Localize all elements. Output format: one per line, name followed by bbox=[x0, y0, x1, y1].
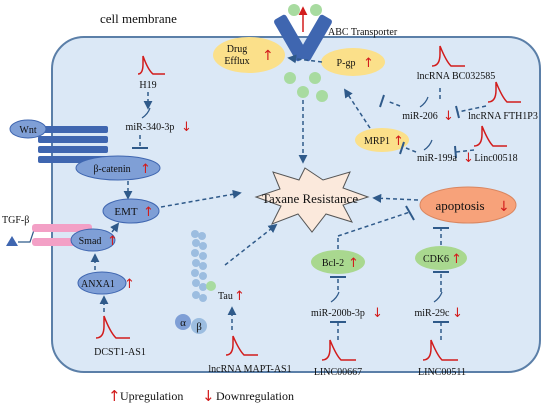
smad-oval bbox=[70, 228, 116, 252]
mir-199a-label: miR-199a bbox=[417, 153, 458, 164]
mrp1-oval bbox=[355, 128, 409, 152]
legend-up-label: Upregulation bbox=[120, 389, 183, 403]
drug-efflux-oval bbox=[213, 37, 285, 73]
lncrna-fth1p3-label: lncRNA FTH1P3 bbox=[468, 111, 538, 122]
cdk6-oval bbox=[415, 246, 467, 270]
mir-29c-down-icon: ↓ bbox=[452, 306, 463, 321]
alpha-tubulin bbox=[175, 314, 191, 330]
tgf-beta-triangle-icon bbox=[6, 236, 18, 246]
mir-29c-glyph bbox=[433, 291, 443, 303]
mrp1-label: MRP1 bbox=[364, 136, 390, 147]
mrp1-up-icon: ↑ bbox=[393, 134, 404, 149]
fth1p3-gene-glyph bbox=[487, 81, 521, 103]
wnt-receptor-bar-2 bbox=[38, 136, 108, 143]
tgf-beta-label: TGF-β bbox=[2, 215, 29, 226]
lncrna-bc032585-label: lncRNA BC032585 bbox=[417, 71, 496, 82]
pgp-up-icon: ↑ bbox=[363, 56, 374, 71]
taxane-resistance-label: Taxane Resistance bbox=[262, 191, 358, 206]
mir-199a-glyph bbox=[423, 139, 433, 151]
linc00667-label: LINC00667 bbox=[314, 367, 362, 378]
bcl2-oval bbox=[311, 250, 365, 274]
linc00511-gene-glyph bbox=[422, 339, 458, 361]
drug-efflux-label-2: Efflux bbox=[224, 56, 249, 67]
apoptosis-oval bbox=[419, 186, 517, 224]
mir-200b-3p-label: miR-200b-3p bbox=[311, 308, 365, 319]
mir-199a-down-icon: ↓ bbox=[463, 151, 474, 166]
beta-catenin-oval bbox=[75, 155, 161, 181]
h19-label: H19 bbox=[139, 80, 156, 91]
wnt-label: Wnt bbox=[19, 125, 36, 136]
tgf-receptor-upper bbox=[32, 224, 92, 232]
cdk6-label: CDK6 bbox=[423, 254, 449, 265]
smad-up-icon: ↑ bbox=[107, 234, 118, 249]
dcst1-as1-label: DCST1-AS1 bbox=[94, 347, 146, 358]
linc00667-gene-glyph bbox=[321, 339, 356, 361]
mir-340-3p-label: miR-340-3p bbox=[126, 122, 175, 133]
mir-206-glyph bbox=[419, 96, 429, 108]
abc-transporter-label: ABC Transporter bbox=[328, 27, 398, 38]
apoptosis-down-icon: ↓ bbox=[498, 199, 510, 215]
mir-340-glyph bbox=[141, 107, 151, 119]
lncrna-mapt-as1-label: lncRNA MAPT-AS1 bbox=[208, 364, 291, 375]
drug-efflux-label-1: Drug bbox=[227, 44, 248, 55]
legend-up-icon: ↑ bbox=[108, 387, 121, 405]
pgp-label: P-gp bbox=[337, 58, 356, 69]
legend-down-label: Downregulation bbox=[216, 389, 294, 403]
emt-oval bbox=[102, 198, 160, 224]
emt-up-icon: ↑ bbox=[143, 205, 154, 220]
anxa1-label: ANXA1 bbox=[81, 279, 115, 290]
beta-catenin-up-icon: ↑ bbox=[140, 162, 151, 177]
mapt-as1-gene-glyph bbox=[225, 335, 258, 356]
mir-206-label: miR-206 bbox=[402, 111, 438, 122]
bcl2-label: Bcl-2 bbox=[322, 258, 344, 269]
linc00511-label: LINC00511 bbox=[418, 367, 466, 378]
anxa1-up-icon: ↑ bbox=[124, 277, 135, 292]
mir-206-down-icon: ↓ bbox=[443, 109, 454, 124]
linc00518-label: Linc00518 bbox=[474, 153, 517, 164]
mir-200b-glyph bbox=[330, 291, 340, 303]
cdk6-up-icon: ↑ bbox=[451, 252, 462, 267]
beta-catenin-label: β-catenin bbox=[93, 164, 130, 175]
tgf-beta-connector bbox=[18, 229, 35, 243]
linc00518-gene-glyph bbox=[473, 125, 507, 147]
emt-label: EMT bbox=[114, 206, 138, 218]
anxa1-oval bbox=[77, 271, 127, 295]
apoptosis-label: apoptosis bbox=[435, 198, 484, 213]
mir-340-down-icon: ↓ bbox=[181, 120, 192, 135]
wnt-receptor-bar-1 bbox=[38, 126, 108, 133]
drug-efflux-up-icon: ↑ bbox=[262, 48, 274, 64]
wnt-oval bbox=[9, 119, 47, 139]
mir-200b-down-icon: ↓ bbox=[372, 306, 383, 321]
dcst1-as1-gene-glyph bbox=[95, 315, 130, 339]
mir-29c-label: miR-29c bbox=[415, 308, 451, 319]
legend-down-icon: ↓ bbox=[202, 387, 215, 405]
alpha-label: α bbox=[180, 317, 186, 329]
cell-membrane-label: cell membrane bbox=[100, 11, 177, 26]
beta-label: β bbox=[196, 321, 202, 333]
pgp-oval bbox=[321, 48, 385, 76]
smad-label: Smad bbox=[79, 236, 102, 247]
wnt-receptor-bar-3 bbox=[38, 146, 108, 153]
h19-gene-glyph bbox=[137, 55, 165, 75]
microtubule-glyph bbox=[191, 230, 216, 302]
tau-label: Tau bbox=[218, 291, 233, 302]
bc032585-gene-glyph bbox=[431, 45, 465, 67]
tau-up-icon: ↑ bbox=[234, 289, 245, 304]
beta-tubulin bbox=[191, 318, 207, 334]
abc-transporter bbox=[274, 4, 332, 102]
taxane-resistance-burst bbox=[254, 167, 370, 233]
bcl2-up-icon: ↑ bbox=[348, 256, 359, 271]
